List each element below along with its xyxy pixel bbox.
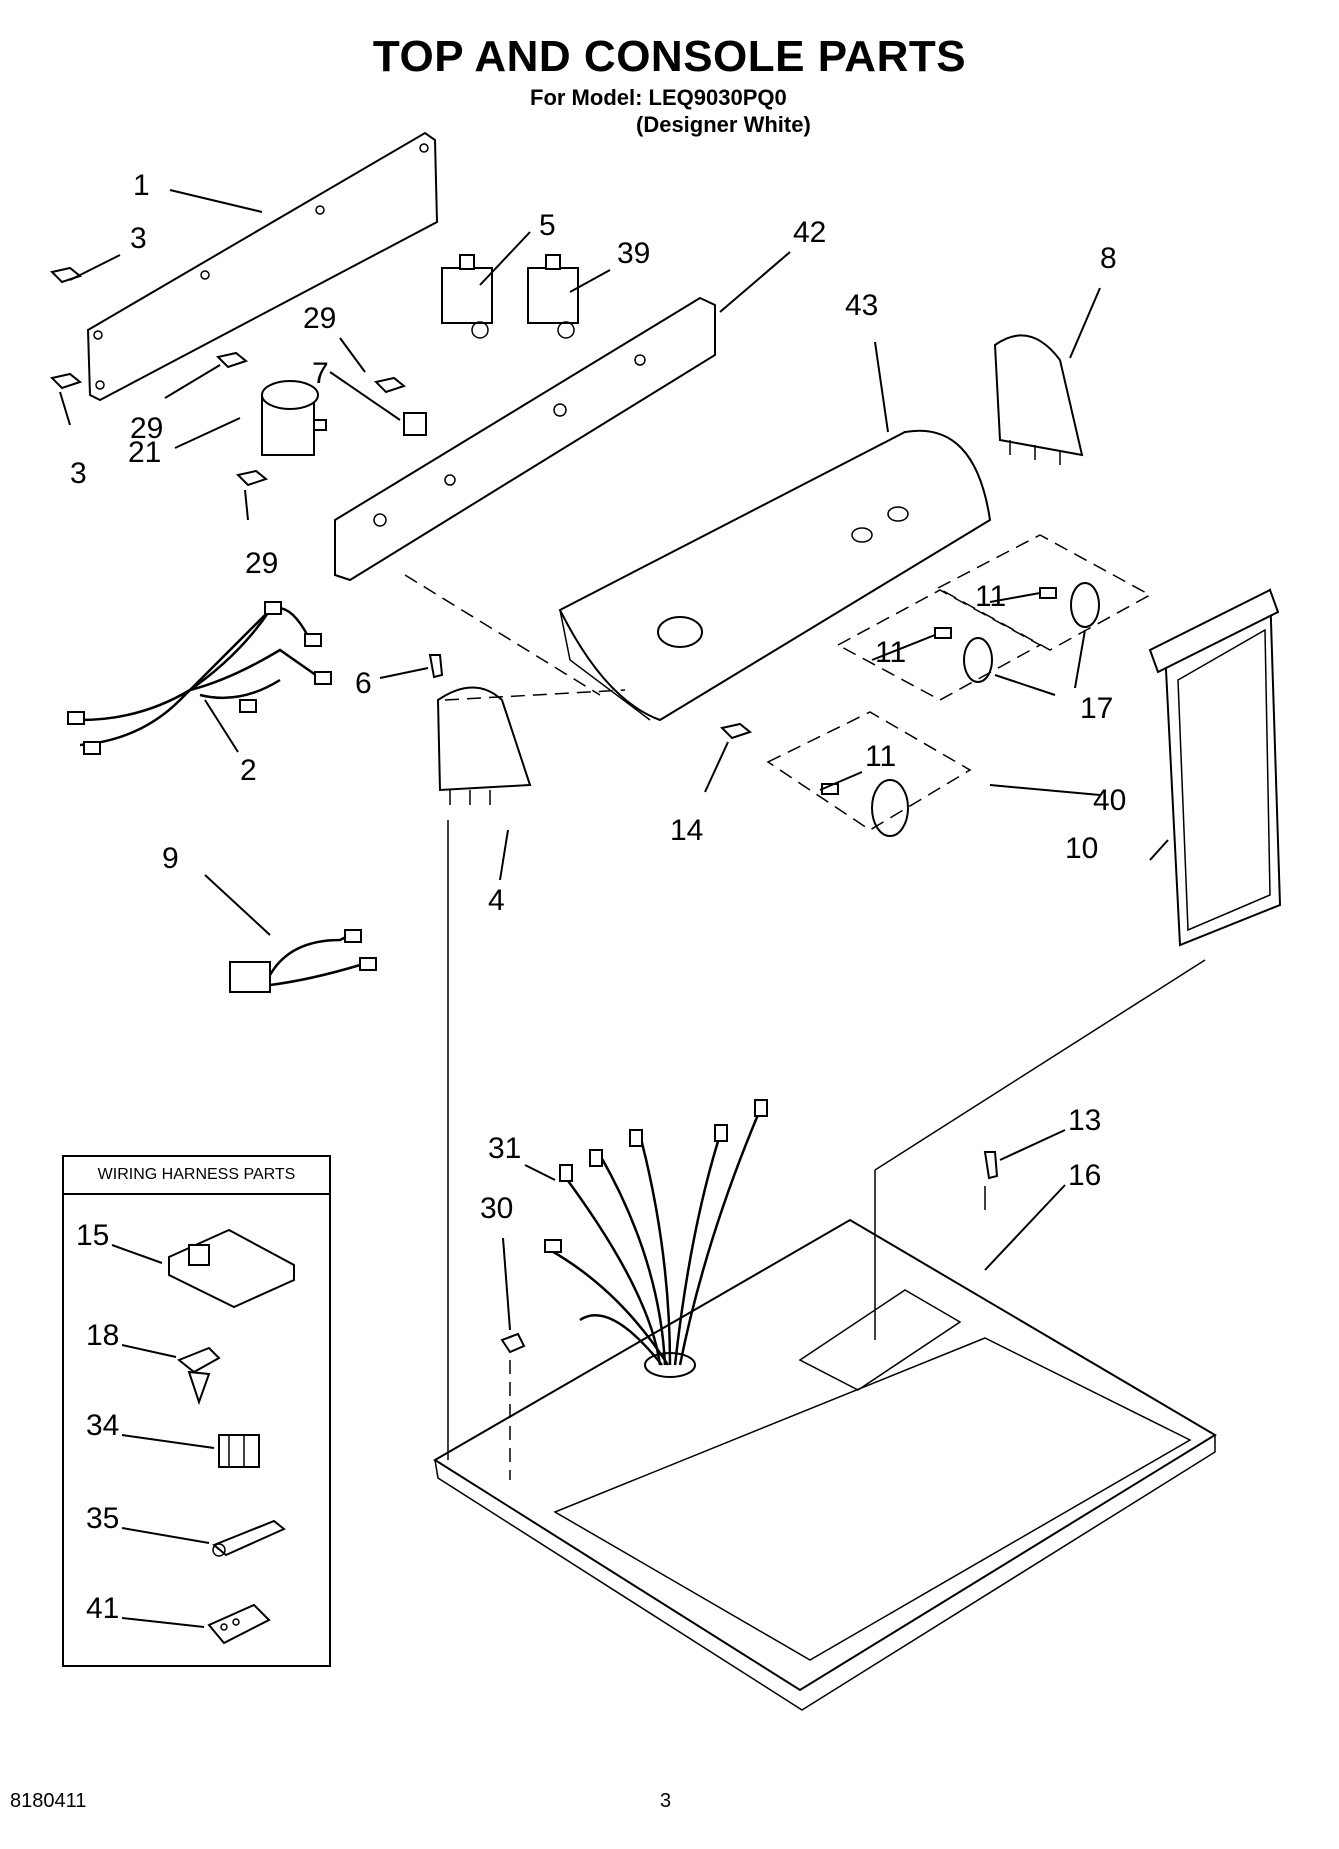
knob-17-lower-part <box>934 627 993 683</box>
wiring-harness-parts-drawing: 15 18 34 35 41 <box>76 1219 295 1645</box>
callout-4: 4 <box>488 884 505 917</box>
end-cap-left-part <box>436 686 532 805</box>
top-panel-16-part <box>433 1218 1217 1711</box>
end-cap-right-part <box>993 334 1084 465</box>
callout-10: 10 <box>1065 832 1098 865</box>
callout-5: 5 <box>539 209 556 242</box>
callout-7: 7 <box>312 357 329 390</box>
callout-18: 18 <box>86 1319 119 1352</box>
callout-16: 16 <box>1068 1159 1101 1192</box>
callout-29-top: 29 <box>303 302 336 335</box>
callout-14: 14 <box>670 814 703 847</box>
wiring-harness-box-title: WIRING HARNESS PARTS <box>64 1157 329 1195</box>
callout-11-mid: 11 <box>875 636 906 669</box>
terminal-35-part <box>212 1519 286 1557</box>
callout-3-top: 3 <box>130 222 147 255</box>
callout-2: 2 <box>240 754 257 787</box>
callout-8: 8 <box>1100 242 1117 275</box>
harness-9-part <box>229 929 377 993</box>
clip-18-part <box>177 1346 221 1406</box>
callout-35: 35 <box>86 1502 119 1535</box>
callout-29-low: 29 <box>245 547 278 580</box>
callout-1: 1 <box>133 169 150 202</box>
wire-harness-31-part <box>544 1099 768 1366</box>
wiring-harness-parts-box: WIRING HARNESS PARTS 15 18 <box>62 1155 331 1667</box>
callout-42: 42 <box>793 216 826 249</box>
callout-13: 13 <box>1068 1104 1101 1137</box>
switch-5-part <box>441 254 493 339</box>
callout-3-bottom: 3 <box>70 457 87 490</box>
document-number: 8180411 <box>10 1790 87 1812</box>
connector-34-part <box>218 1434 260 1468</box>
page-title: TOP AND CONSOLE PARTS <box>372 32 967 81</box>
switch-21-part <box>261 380 327 456</box>
console-housing-part <box>558 429 992 722</box>
callout-21: 21 <box>128 436 161 469</box>
knob-40-part <box>821 779 909 837</box>
callout-39: 39 <box>617 237 650 270</box>
screw-13 <box>983 1151 999 1180</box>
callout-31: 31 <box>488 1132 521 1165</box>
screw-6 <box>428 654 444 679</box>
model-variant: (Designer White) <box>636 112 811 137</box>
page-number: 3 <box>660 1790 672 1812</box>
model-line: For Model: LEQ9030PQ0 <box>530 85 787 110</box>
callout-34: 34 <box>86 1409 119 1442</box>
callout-9: 9 <box>162 842 179 875</box>
screw-3-top <box>50 266 83 284</box>
screw-29-left <box>216 351 249 369</box>
callout-43: 43 <box>845 289 878 322</box>
clip-7-part <box>403 412 427 436</box>
screw-3-bottom <box>50 372 83 390</box>
rear-console-panel-part <box>86 131 439 402</box>
lint-screen-part <box>1148 588 1282 947</box>
control-panel-bracket-part <box>334 296 716 582</box>
callout-41: 41 <box>86 1592 119 1625</box>
clip-30-part <box>500 1332 526 1354</box>
callout-40: 40 <box>1093 784 1126 817</box>
callout-29-left: 29 <box>130 412 163 445</box>
callout-11-upper: 11 <box>975 580 1006 613</box>
callout-labels: 1 3 3 29 29 29 7 21 2 5 39 42 43 8 6 4 9… <box>70 169 1126 1225</box>
screw-29-mid <box>374 376 407 394</box>
knob-17-upper-part <box>1039 582 1100 628</box>
callout-15: 15 <box>76 1219 109 1252</box>
screw-29-low <box>236 469 269 487</box>
callout-11-lower: 11 <box>865 740 896 773</box>
switch-39-part <box>527 254 579 339</box>
connector-41-part <box>207 1603 271 1645</box>
connector-15-part <box>168 1228 295 1309</box>
wiring-harness-2-part <box>67 601 332 755</box>
callout-17: 17 <box>1080 692 1113 725</box>
screw-14 <box>720 722 753 740</box>
callout-30: 30 <box>480 1192 513 1225</box>
callout-6: 6 <box>355 667 372 700</box>
